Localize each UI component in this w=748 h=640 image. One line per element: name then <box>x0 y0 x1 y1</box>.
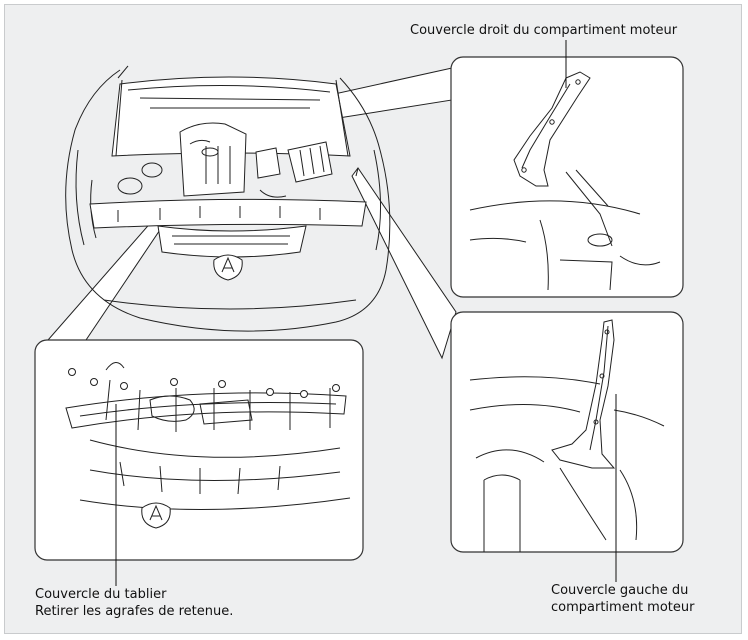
left-cover-part <box>469 319 665 552</box>
callout-cone-left <box>351 167 457 360</box>
label-left-cover-line2: compartiment moteur <box>551 600 695 615</box>
label-right-cover: Couvercle droit du compartiment moteur <box>410 23 678 38</box>
inset-dash-cover <box>34 339 364 561</box>
car-engine-bay <box>65 65 391 332</box>
inset-right-cover <box>450 56 684 298</box>
inset-left-cover <box>450 311 684 553</box>
label-dash-cover-instruction: Retirer les agrafes de retenue. <box>35 604 234 619</box>
label-dash-cover-title: Couvercle du tablier <box>35 587 167 602</box>
right-cover-part <box>469 71 661 291</box>
dash-cover-part <box>65 362 351 529</box>
label-left-cover-line1: Couvercle gauche du <box>551 583 689 598</box>
